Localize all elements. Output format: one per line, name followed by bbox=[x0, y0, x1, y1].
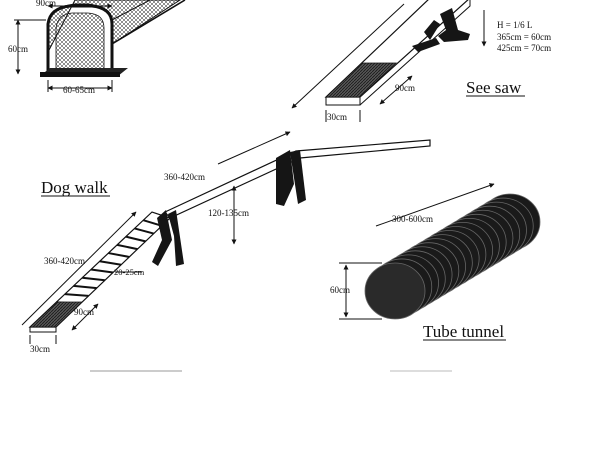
tube-tunnel: 300-600cm 60cm Tube tunnel bbox=[330, 183, 541, 341]
dogwalk-support-left-b bbox=[168, 210, 184, 266]
seesaw-formula-1: 365cm = 60cm bbox=[497, 32, 551, 42]
dogwalk-slat bbox=[116, 243, 138, 251]
tunnel-side-edge bbox=[111, 0, 186, 45]
tube-ring bbox=[364, 262, 426, 320]
seesaw-contact-dimension bbox=[379, 75, 413, 105]
seesaw-title: See saw bbox=[466, 78, 522, 97]
dogwalk-width-label: 30cm bbox=[30, 344, 50, 354]
tube-title: Tube tunnel bbox=[423, 322, 504, 341]
tunnel-height-label: 60cm bbox=[8, 44, 28, 54]
hoop-tunnel: 90cm 60cm 60-65cm bbox=[8, 0, 186, 95]
seesaw-fulcrum-leg bbox=[424, 20, 440, 40]
tunnel-base-label: 60-65cm bbox=[63, 85, 95, 95]
dogwalk-ramp-label: 360-420cm bbox=[44, 256, 85, 266]
dogwalk-ramp-dimension bbox=[21, 211, 137, 326]
seesaw-fulcrum bbox=[438, 8, 470, 42]
dogwalk-contact-label: 90cm bbox=[74, 307, 94, 317]
tube-length-label: 300-600cm bbox=[392, 214, 433, 224]
dogwalk-contact-zone bbox=[28, 301, 83, 328]
dogwalk-slat bbox=[73, 284, 97, 290]
dogwalk-support-left-a bbox=[152, 210, 172, 266]
dogwalk-slat bbox=[64, 293, 89, 297]
dogwalk-title: Dog walk bbox=[41, 178, 108, 197]
dog-walk: 360-420cm 120-135cm 360-420cm 20-25cm 90… bbox=[21, 131, 431, 354]
tunnel-top-edge bbox=[111, 0, 151, 21]
dogwalk-support-right-a bbox=[276, 150, 294, 206]
dogwalk-slat bbox=[108, 252, 130, 258]
dogwalk-top-dimension bbox=[217, 131, 291, 165]
see-saw: H = 1/6 L 365cm = 60cm 425cm = 70cm 90cm… bbox=[291, 0, 551, 122]
seesaw-formula-2: 425cm = 70cm bbox=[497, 43, 551, 53]
dogwalk-slat bbox=[99, 260, 122, 266]
seesaw-width-label: 30cm bbox=[327, 112, 347, 122]
tunnel-width-label: 90cm bbox=[36, 0, 56, 8]
dogwalk-slat bbox=[134, 227, 154, 235]
seesaw-contact-label: 90cm bbox=[395, 83, 415, 93]
seesaw-plank-side bbox=[359, 0, 471, 106]
dogwalk-support-right-b bbox=[290, 150, 306, 204]
tube-diameter-label: 60cm bbox=[330, 285, 350, 295]
dogwalk-slat bbox=[90, 268, 114, 274]
dogwalk-contact-dimension bbox=[71, 303, 99, 331]
dogwalk-slat bbox=[125, 235, 146, 243]
tunnel-base-front bbox=[40, 72, 120, 77]
dogwalk-top-label: 360-420cm bbox=[164, 172, 205, 182]
seesaw-fulcrum-foot bbox=[412, 38, 440, 52]
seesaw-plank-edge bbox=[325, 97, 361, 106]
dogwalk-ramp-edge bbox=[29, 327, 57, 333]
dogwalk-slat bbox=[82, 276, 105, 282]
tunnel-opening bbox=[55, 12, 105, 73]
tube-length-dimension bbox=[375, 183, 495, 227]
dogwalk-height-label: 120-135cm bbox=[208, 208, 249, 218]
seesaw-contact-zone bbox=[324, 62, 398, 98]
tube-tunnel-rings bbox=[364, 193, 541, 320]
seesaw-formula-h: H = 1/6 L bbox=[497, 20, 532, 30]
seesaw-length-dimension bbox=[291, 3, 405, 109]
dogwalk-slat-label: 20-25cm bbox=[114, 267, 145, 277]
